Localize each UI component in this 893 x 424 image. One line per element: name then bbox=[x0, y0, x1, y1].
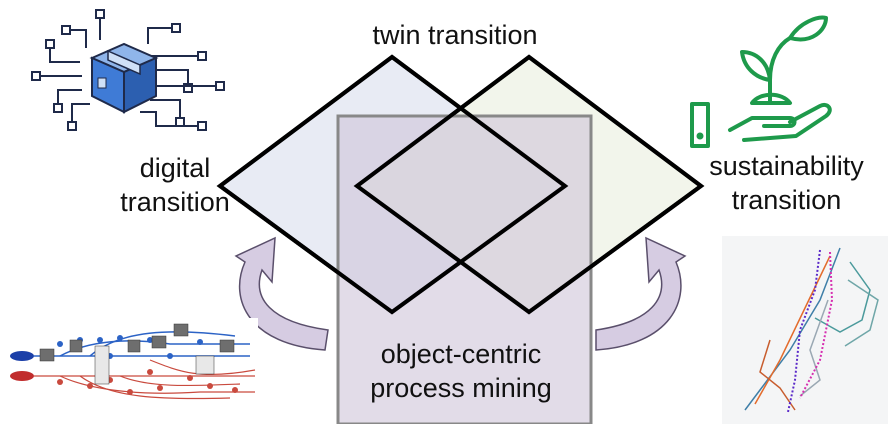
process-map-thumbnail bbox=[722, 236, 888, 424]
digital-cube-circuit-icon bbox=[31, 9, 225, 131]
ocpm-label: object-centric process mining bbox=[330, 337, 592, 405]
ocpm-label-line-1: object-centric bbox=[380, 339, 542, 369]
process-model-thumbnail bbox=[8, 318, 258, 400]
right-curved-arrow bbox=[595, 236, 687, 351]
digital-transition-label: digital transition bbox=[95, 151, 255, 219]
ocpm-label-line-2: process mining bbox=[370, 373, 552, 403]
sustainability-label-line-2: transition bbox=[731, 185, 842, 215]
sustainability-label-line-1: sustainability bbox=[709, 151, 864, 181]
plant-in-hand-icon bbox=[690, 15, 832, 148]
digital-label-line-2: transition bbox=[120, 187, 230, 217]
digital-label-line-1: digital bbox=[139, 153, 211, 183]
sustainability-transition-label: sustainability transition bbox=[680, 149, 893, 217]
diagram-title: twin transition bbox=[372, 20, 538, 50]
left-curved-arrow bbox=[234, 236, 329, 351]
